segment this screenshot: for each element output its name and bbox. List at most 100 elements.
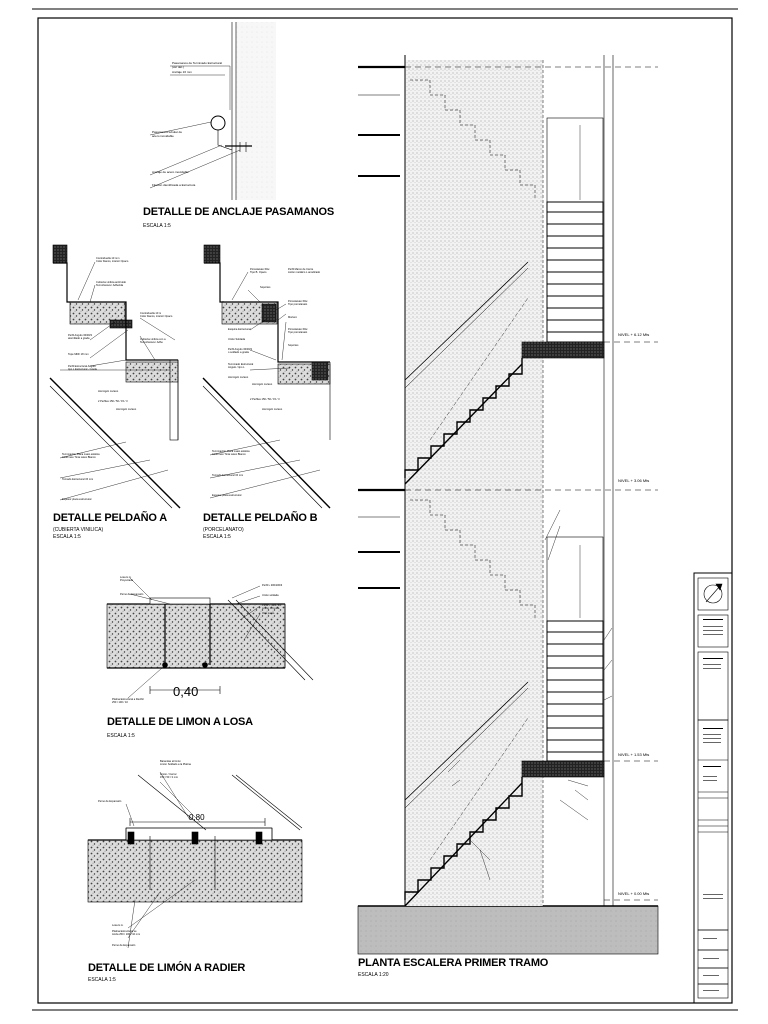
svg-text:Soportes: Soportes [288, 343, 299, 347]
sheet-border [32, 8, 738, 1011]
svg-text:Termohesiva / Adherida: Termohesiva / Adherida [96, 283, 124, 287]
svg-text:Perno de Expansión: Perno de Expansión [120, 592, 144, 596]
svg-text:atornillado a grada: atornillado a grada [68, 336, 90, 340]
svg-text:Unión soldada: Unión soldada [262, 593, 279, 597]
svg-text:Cielo raso Tinta Latex Blanco: Cielo raso Tinta Latex Blanco [212, 452, 246, 456]
level-label-lower-mid: NIVEL + 1.53 Mts [618, 752, 650, 757]
svg-text:Otro punto: Otro punto [262, 611, 275, 615]
svg-text:Hormigón Liviano: Hormigón Liviano [98, 389, 119, 393]
svg-text:Limón / Cerrar: Limón / Cerrar [160, 772, 177, 776]
svg-text:Unión Soldada: Unión Soldada [228, 337, 246, 341]
svg-text:Hormigón Liviano: Hormigón Liviano [116, 407, 137, 411]
level-label-upper-mid: NIVEL + 3.06 Mts [618, 478, 650, 483]
svg-text:Espesor placa estructural: Espesor placa estructural [212, 493, 242, 497]
svg-text:Terminado Estructural: Terminado Estructural [228, 362, 254, 366]
limon-losa-notes: Losa H.A. Proyectada Perno de Expansión … [112, 575, 283, 704]
svg-text:Esquina Estructural: Esquina Estructural [228, 327, 251, 331]
svg-text:Anclaje de acero inoxidable: Anclaje de acero inoxidable [152, 170, 189, 174]
svg-text:Color blanco, interior Opaco: Color blanco, interior Opaco [96, 259, 129, 263]
anclaje-scale: ESCALA 1:5 [143, 223, 171, 229]
svg-text:Tipo porcelanato: Tipo porcelanato [288, 330, 308, 334]
svg-text:Hormigón Liviano: Hormigón Liviano [262, 407, 283, 411]
anclaje-title: DETALLE DE ANCLAJE PASAMANOS [143, 206, 334, 218]
svg-text:Perfil Angulo 30/30/3: Perfil Angulo 30/30/3 [228, 347, 252, 351]
svg-text:(ver det.): (ver det.) [172, 65, 184, 69]
svg-text:Perno de Expansión: Perno de Expansión [98, 799, 122, 803]
level-label-ground: NIVEL + 0.00 Mts [618, 891, 650, 896]
svg-text:Tornado Estructural 15 mm: Tornado Estructural 15 mm [62, 477, 93, 481]
svg-text:Porcelanato 60w: Porcelanato 60w [288, 299, 307, 303]
svg-text:250 / 100 / 10: 250 / 100 / 10 [112, 700, 128, 704]
svg-text:2 Perfiles 150 / 50 / 15 / 3: 2 Perfiles 150 / 50 / 15 / 3 [98, 399, 128, 403]
svg-text:Platina Estructural a Recibir: Platina Estructural a Recibir [112, 697, 144, 701]
limon-radier-dimension: 0,80 [189, 813, 205, 822]
svg-text:Soportes: Soportes [260, 285, 271, 289]
svg-text:Losa H.A.: Losa H.A. [120, 575, 132, 579]
svg-text:Terminación Placa cuasi estáti: Terminación Placa cuasi estática [62, 452, 100, 456]
peldano-b-scale: ESCALA 1:5 [203, 534, 231, 540]
svg-text:Terminación Placa cuasi estáti: Terminación Placa cuasi estática [212, 449, 250, 453]
peldano-a-scale: ESCALA 1:5 [53, 534, 81, 540]
svg-text:tipo L Estructural - Grada: tipo L Estructural - Grada [68, 367, 97, 371]
planta-title: PLANTA ESCALERA PRIMER TRAMO [358, 957, 549, 969]
title-block [693, 572, 733, 1004]
svg-text:Platina Estructural se: Platina Estructural se [112, 929, 137, 933]
svg-text:Limón Soldado a la Platina: Limón Soldado a la Platina [160, 762, 191, 766]
svg-text:Tipo porcelanato: Tipo porcelanato [288, 302, 308, 306]
svg-text:Perno de Expansión: Perno de Expansión [112, 943, 136, 947]
peldano-b-title: DETALLE PELDAÑO B [203, 512, 318, 524]
svg-text:Ancla 250 / 100 / 10 mm: Ancla 250 / 100 / 10 mm [112, 932, 140, 936]
svg-text:Losa H.A.: Losa H.A. [112, 923, 124, 927]
svg-text:2 Perfiles 150 / 50 / 15 / 3: 2 Perfiles 150 / 50 / 15 / 3 [250, 397, 280, 401]
svg-text:Porcelanato 60w: Porcelanato 60w [250, 267, 269, 271]
svg-text:Cubierta vinílica con a: Cubierta vinílica con a [140, 337, 166, 341]
svg-text:o soldado a grada: o soldado a grada [228, 350, 249, 354]
limon-losa-dimension: 0,40 [173, 684, 199, 699]
svg-text:Hormigón Liviano: Hormigón Liviano [228, 375, 249, 379]
svg-text:Proyectada: Proyectada [120, 578, 134, 582]
svg-text:Espesor placa estructural: Espesor placa estructural [62, 497, 92, 501]
anclaje-detail-drawing [149, 22, 276, 200]
svg-text:Perfil Marco de Cierre: Perfil Marco de Cierre [288, 267, 314, 271]
peldano-b-subtitle: (PORCELANATO) [203, 527, 244, 533]
peldano-b-notes: Porcelanato 60w Tipo B. Opaco Perfil Mar… [212, 267, 321, 497]
svg-text:Mortero: Mortero [288, 315, 297, 319]
svg-text:Cubierta vinílica antirruido: Cubierta vinílica antirruido [96, 280, 127, 284]
svg-text:Anclaje 16 mm: Anclaje 16 mm [172, 70, 192, 74]
svg-text:Tornado Estructural 15 mm: Tornado Estructural 15 mm [212, 473, 243, 477]
svg-text:Angulo / tipo L: Angulo / tipo L [228, 365, 245, 369]
limon-radier-notes: Barandas al limón Limón Soldado a la Pla… [98, 759, 191, 947]
svg-text:Fijación dientificada a Estruc: Fijación dientificada a Estructura [152, 183, 196, 187]
svg-text:150 / 50 / 3 mm: 150 / 50 / 3 mm [160, 775, 178, 779]
svg-text:Tipo B. Opaco: Tipo B. Opaco [250, 270, 267, 274]
svg-text:Pasamanos tubular de: Pasamanos tubular de [152, 130, 182, 134]
svg-text:Perfil Estructural Angulo: Perfil Estructural Angulo [68, 364, 96, 368]
svg-text:Hormigón Liviano: Hormigón Liviano [252, 382, 273, 386]
peldano-a-drawing [49, 244, 181, 509]
svg-text:Limón C-Costa: Limón C-Costa [262, 606, 280, 610]
svg-text:Perfil Angulo 30/30/3: Perfil Angulo 30/30/3 [68, 333, 92, 337]
svg-text:Contrahuella 10 mm: Contrahuella 10 mm [96, 256, 119, 260]
limon-losa-scale: ESCALA 1:5 [107, 733, 135, 739]
svg-text:Color blanco, interior Opaco: Color blanco, interior Opaco [140, 314, 173, 318]
peldano-b-drawing [202, 244, 331, 509]
limon-losa-drawing [106, 577, 314, 699]
stair-section-drawing [357, 55, 659, 955]
limon-losa-title: DETALLE DE LIMON A LOSA [107, 716, 253, 728]
svg-text:Contrahuella 10 m: Contrahuella 10 m [140, 311, 161, 315]
svg-text:Pasamanos de Terminado Estruct: Pasamanos de Terminado Estructural [172, 61, 222, 65]
planta-scale: ESCALA 1:20 [358, 972, 389, 978]
svg-text:Barandas al limón: Barandas al limón [160, 759, 181, 763]
svg-text:Porcelanato 60w: Porcelanato 60w [288, 327, 307, 331]
peldano-a-notes: Contrahuella 10 mm Color blanco, interio… [62, 256, 173, 501]
svg-text:Listón metálico L anodizado: Listón metálico L anodizado [288, 270, 321, 274]
limon-radier-scale: ESCALA 1:5 [88, 977, 116, 983]
limon-radier-title: DETALLE DE LIMÓN A RADIER [88, 962, 246, 974]
svg-text:Cielo raso Tinta Latex Blanco: Cielo raso Tinta Latex Blanco [62, 455, 96, 459]
limon-radier-drawing [87, 771, 303, 949]
svg-text:Perfil C 150/75/3: Perfil C 150/75/3 [262, 603, 282, 607]
peldano-a-subtitle: (CUBIERTA VINILICA) [53, 527, 104, 533]
level-label-top: NIVEL + 6.12 Mts [618, 332, 650, 337]
svg-text:Tope MDF 18 mm: Tope MDF 18 mm [68, 352, 89, 356]
